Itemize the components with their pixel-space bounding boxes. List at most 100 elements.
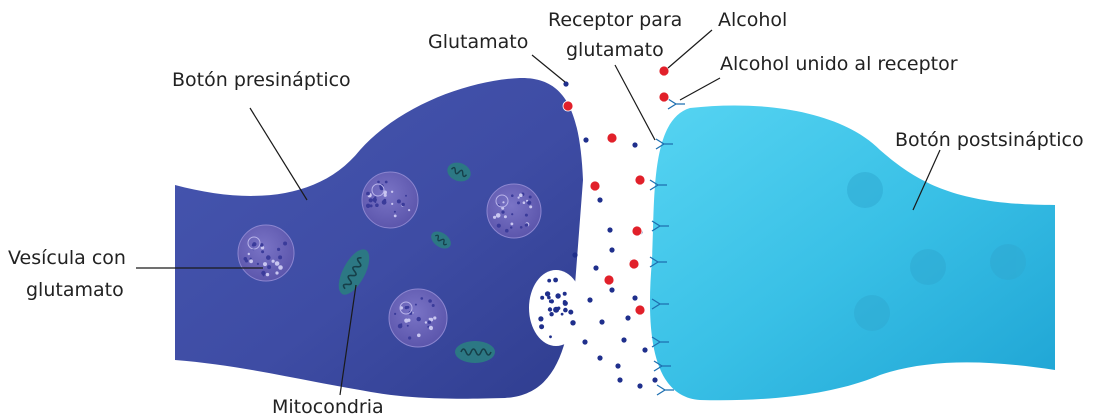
mitochondrion [455,341,495,363]
vesicle-glutamate-dot [277,248,280,251]
vesicle-glutamate-dot [415,304,417,306]
released-glutamate-dot [545,291,550,296]
leader-alcohol [668,30,712,68]
alcohol-dot [659,92,669,102]
alcohol-dot [607,133,617,143]
synaptic-vesicle [487,184,541,238]
glutamate-dot [572,252,577,257]
released-glutamate-dot [548,307,552,311]
glutamate-dot [609,247,614,252]
alcohol-dot [659,66,669,76]
vesicle-glutamate-dot [520,226,523,229]
glutamate-dot [597,197,602,202]
vesicle-glutamate-dot [377,181,380,184]
label-presynaptic: Botón presináptico [172,69,351,91]
glutamate-dot [615,363,620,368]
alcohol-dot [563,101,573,111]
vesicle-glutamate-dot [272,260,275,263]
vesicle-glutamate-dot [425,321,427,323]
glutamate-dot [637,383,642,388]
alcohol-dot [632,226,642,236]
glutamate-dot [632,295,637,300]
vesicle-glutamate-dot [375,203,379,207]
vesicle-glutamate-dot [525,223,529,227]
vesicle-glutamate-dot [504,215,507,218]
alcohol-dot [604,275,614,285]
released-glutamate-dot [547,279,551,283]
vesicle-glutamate-dot [263,262,267,266]
glutamate-dot [621,337,626,342]
vesicle-glutamate-dot [417,317,421,321]
released-glutamate-dot [557,307,560,310]
vesicle-glutamate-dot [405,195,407,197]
glutamate-dot [652,377,657,382]
vesicle-glutamate-dot [261,250,264,253]
leader-alcohol-bound [680,78,720,100]
alcohol-dot [635,305,645,315]
label-alcohol-bound: Alcohol unido al receptor [720,53,958,75]
vesicle-glutamate-dot [373,198,377,202]
glutamate-dot [642,347,647,352]
released-glutamate-dot [553,278,558,283]
vesicle-glutamate-dot [511,213,513,215]
released-glutamate-dot [540,296,544,300]
vesicle-glutamate-dot [429,318,431,320]
vesicle-glutamate-dot [382,200,387,205]
vesicle-glutamate-dot [275,271,278,274]
label-alcohol: Alcohol [718,9,787,31]
postsynaptic-pit [847,172,883,208]
vesicle-glutamate-dot [519,193,523,197]
vesicle-glutamate-dot [525,214,528,217]
vesicle-glutamate-dot [505,229,509,233]
label-postsynaptic: Botón postsináptico [895,129,1084,151]
label-receptor-line2: glutamato [566,39,664,61]
glutamate-dot [617,377,622,382]
vesicle-glutamate-dot [433,316,436,319]
glutamate-dot [609,287,614,292]
label-receptor-line1: Receptor para [548,9,682,31]
vesicle-glutamate-dot [248,253,250,255]
glutamate-dot [563,81,568,86]
leader-receptor [615,65,655,140]
vesicle-glutamate-dot [369,198,373,202]
glutamate-dot [583,137,588,142]
vesicle-glutamate-dot [407,325,409,327]
released-glutamate-dot [538,316,543,321]
vesicle-glutamate-dot [283,242,287,246]
vesicle-glutamate-dot [408,209,410,211]
vesicle-glutamate-dot [278,265,283,270]
vesicle-glutamate-dot [428,321,431,324]
alcohol-dot [629,259,639,269]
vesicle-glutamate-dot [391,191,393,193]
vesicle-glutamate-dot [523,201,526,204]
label-mitochondria: Mitocondria [272,396,384,417]
released-glutamate-dot [563,301,568,306]
vesicle-glutamate-dot [278,255,282,259]
label-vesicle-line1: Vesícula con [8,247,126,269]
label-vesicle-line2: glutamato [26,279,124,301]
vesicle-glutamate-dot [366,204,370,208]
vesicle-glutamate-dot [394,313,396,315]
vesicle-glutamate-dot [496,213,501,218]
vesicle-glutamate-dot [404,319,408,323]
vesicle-glutamate-dot [501,211,504,214]
vesicle-glutamate-dot [511,194,514,197]
glutamate-dot [625,315,630,320]
vesicle-glutamate-dot [502,201,504,203]
vesicle-glutamate-dot [517,201,520,204]
glutamate-receptor [668,99,685,109]
vesicle-glutamate-dot [394,211,396,213]
vesicle-glutamate-dot [510,226,512,228]
glutamate-dot [587,297,592,302]
alcohol-dot [590,181,600,191]
vesicle-glutamate-dot [493,216,496,219]
released-glutamate-dot [549,300,553,304]
vesicle-glutamate-dot [402,203,405,206]
released-glutamate-dot [549,335,552,338]
presynaptic-terminal [175,78,583,399]
released-glutamate-dot [570,320,575,325]
vesicle-glutamate-dot [249,259,253,263]
glutamate-dot [597,355,602,360]
synaptic-vesicle [362,172,418,228]
